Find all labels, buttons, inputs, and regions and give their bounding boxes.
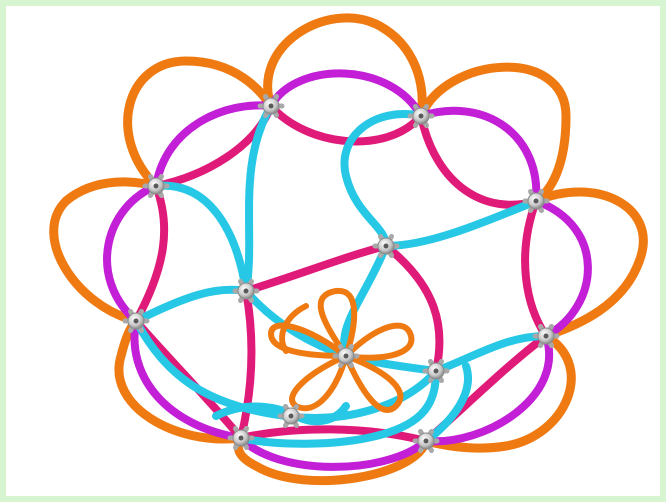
node-hole (419, 114, 424, 119)
node-hole (544, 334, 549, 339)
flower-petal (292, 356, 346, 408)
node-hole (154, 184, 159, 189)
cyan-strand (156, 186, 246, 291)
orange-loop (421, 67, 566, 201)
purple-loop (536, 201, 588, 336)
knot-illustration (6, 6, 660, 496)
node-hole (244, 289, 249, 294)
node-hole (289, 414, 294, 419)
cyan-strand (344, 114, 421, 246)
magenta-strand (241, 291, 251, 438)
node-hole (434, 369, 439, 374)
cyan-strand (386, 201, 536, 246)
node-hole (344, 354, 349, 359)
flower-petal (346, 326, 411, 358)
node-hole (239, 436, 244, 441)
node-hole (384, 244, 389, 249)
connector-nodes (125, 96, 557, 450)
node-hole (424, 439, 429, 444)
magenta-strand (525, 201, 546, 336)
orange-loop (268, 18, 423, 116)
magenta-strand (421, 116, 536, 205)
magenta-strand (136, 186, 164, 321)
purple-loop (271, 73, 421, 116)
node-hole (269, 104, 274, 109)
node-hole (134, 319, 139, 324)
image-frame (6, 6, 660, 496)
node-hole (534, 199, 539, 204)
